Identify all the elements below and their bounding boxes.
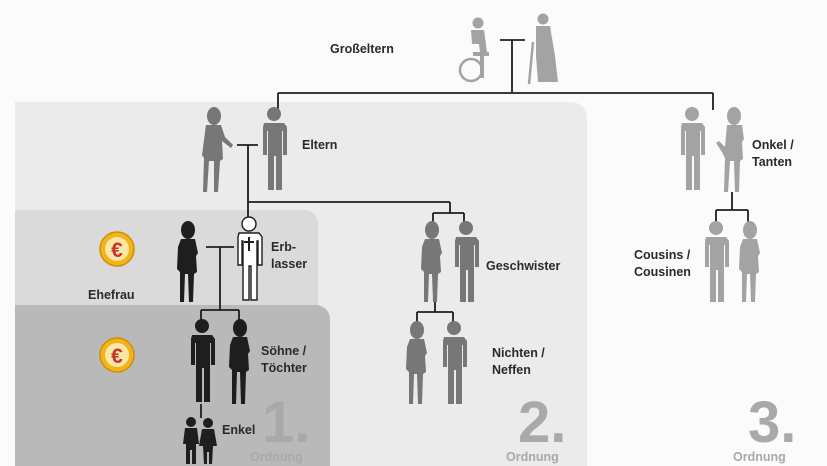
grandfather-wheelchair-figure: [458, 17, 489, 83]
label-cousins-line1: Cousins /: [634, 248, 691, 262]
deceased-figure: [237, 216, 263, 301]
aunt-figure: [716, 107, 744, 192]
label-cousins-line2: Cousinen: [634, 265, 691, 279]
euro-coin-icon: €: [99, 337, 135, 373]
cousin-male-figure: [705, 221, 729, 302]
svg-text:€: €: [111, 345, 123, 368]
label-uncles-aunts: Onkel / Tanten: [752, 137, 794, 171]
label-uncles-line1: Onkel /: [752, 138, 794, 152]
label-deceased-line2: lasser: [271, 257, 308, 271]
label-grandchildren: Enkel: [222, 423, 256, 437]
label-children-line2: Töchter: [261, 361, 307, 375]
label-nephews-line1: Nichten /: [492, 346, 545, 360]
order-1-number: 1.: [262, 390, 311, 455]
label-cousins: Cousins / Cousinen: [634, 247, 691, 281]
cousin-female-figure: [739, 221, 760, 302]
wife-figure: [177, 221, 198, 302]
niece-figure: [406, 321, 427, 404]
label-siblings: Geschwister: [486, 259, 561, 273]
label-children-line1: Söhne /: [261, 344, 307, 358]
label-deceased-line1: Erb-: [271, 240, 296, 254]
svg-text:€: €: [111, 239, 123, 262]
label-nephews: Nichten / Neffen: [492, 345, 545, 379]
label-children: Söhne / Töchter: [261, 343, 307, 377]
order-3-number: 3.: [748, 390, 797, 455]
label-parents: Eltern: [302, 138, 338, 152]
daughter-figure: [229, 319, 250, 404]
brother-figure: [455, 221, 479, 302]
label-wife: Ehefrau: [88, 288, 135, 302]
mother-figure: [202, 107, 233, 192]
order-2-number: 2.: [518, 390, 567, 455]
order-1-zone-lower: [15, 305, 330, 466]
label-uncles-line2: Tanten: [752, 155, 793, 169]
grandmother-cane-figure: [527, 13, 558, 85]
euro-coin-icon: €: [99, 231, 135, 267]
nephew-figure: [443, 321, 467, 404]
order-3-word: Ordnung: [733, 450, 786, 464]
grandchildren-figure: [183, 417, 217, 464]
cross-icon: [244, 237, 254, 251]
sister-figure: [421, 221, 442, 302]
label-deceased: Erb- lasser: [271, 239, 307, 273]
order-1-word: Ordnung: [250, 450, 303, 464]
order-2-word: Ordnung: [506, 450, 559, 464]
uncle-figure: [681, 107, 705, 190]
father-figure: [263, 107, 287, 190]
label-nephews-line2: Neffen: [492, 363, 531, 377]
son-figure: [191, 319, 215, 402]
label-grandparents: Großeltern: [330, 42, 394, 56]
